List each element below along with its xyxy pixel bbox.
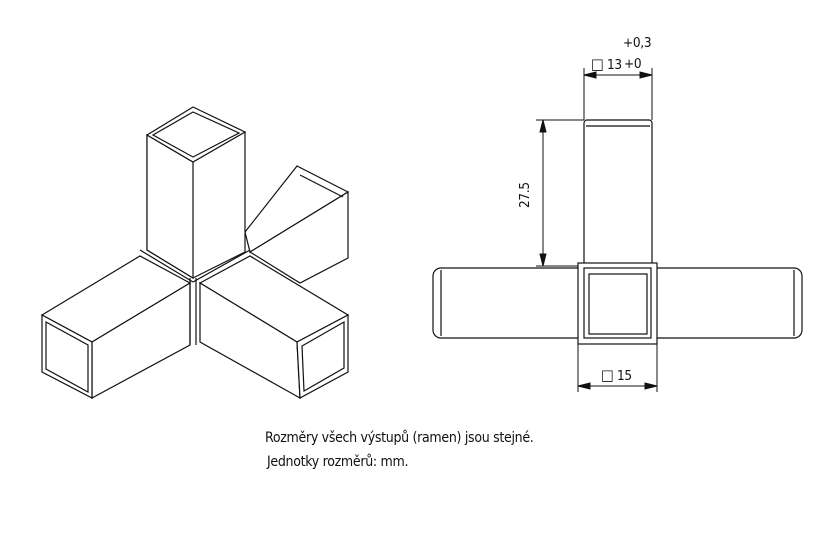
front-view [432, 119, 803, 345]
vertical-arm [139, 106, 251, 345]
square-symbol-outer: □ [601, 366, 614, 384]
inner-size: 13 [607, 57, 622, 73]
right-arm [198, 255, 350, 400]
square-symbol-inner: □ [591, 55, 604, 73]
note-line-1: Rozměry všech výstupů (ramen) jsou stejn… [265, 430, 534, 446]
note-line-2: Jednotky rozměrů: mm. [267, 454, 409, 470]
tolerance-lower: +0 [624, 56, 642, 72]
arm-length: 27.5 [517, 182, 533, 208]
tolerance-upper: +0,3 [623, 35, 652, 51]
dimension-lines [536, 68, 658, 392]
left-arm [40, 255, 192, 400]
outer-size: 15 [617, 368, 632, 384]
back-arm [244, 165, 350, 284]
